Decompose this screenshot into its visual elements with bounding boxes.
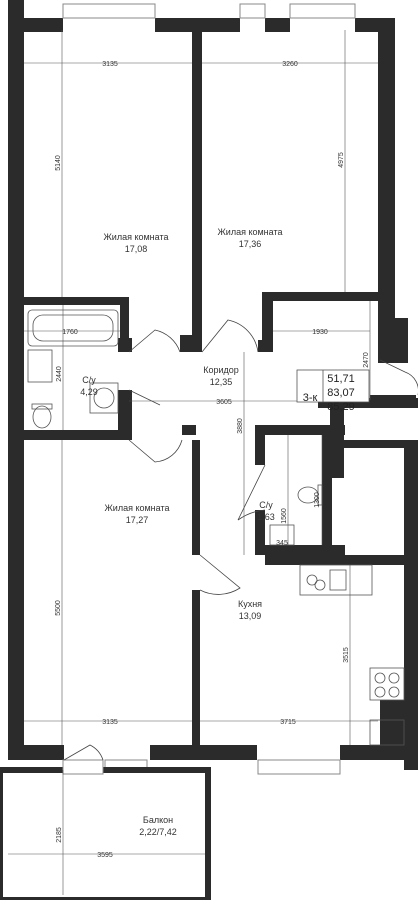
kitchen-sink [329, 569, 347, 591]
living-area: 51,71 [327, 373, 355, 385]
walls [8, 0, 418, 770]
dim-bath-1-length: 2440 [56, 366, 63, 382]
bathtub [27, 309, 119, 347]
balcony [0, 759, 211, 900]
room-name-bathroom-1: С/у [82, 375, 96, 385]
room-area-balcony: 2,22/7,42 [139, 827, 177, 837]
room-area-kitchen: 13,09 [239, 611, 262, 621]
dim-wc-width: 1300 [314, 492, 321, 508]
room-labels: Жилая комната 17,08 Жилая комната 17,36 … [80, 227, 282, 837]
dim-balcony-width: 3595 [97, 852, 113, 859]
toilet-1 [32, 405, 52, 429]
total-area: 83,07 [327, 387, 355, 399]
room-area-bathroom-2: 1,63 [257, 512, 275, 522]
fixtures [27, 309, 405, 746]
room-name-bedroom-2: Жилая комната [217, 227, 282, 237]
stove [369, 667, 405, 701]
room-area-bathroom-1: 4,29 [80, 387, 98, 397]
total-area-with-balcony: 85,29 [327, 401, 355, 413]
window-kitchen [257, 759, 341, 775]
area-summary: 3-к 51,71 83,07 85,29 [296, 369, 370, 413]
room-name-bedroom-1: Жилая комната [103, 232, 168, 242]
room-area-corridor: 12,35 [210, 377, 233, 387]
dim-kitchen-length: 3515 [343, 647, 350, 663]
dim-wc-small: 345 [276, 540, 288, 547]
room-name-bedroom-3: Жилая комната [104, 503, 169, 513]
dim-bedroom-3-width: 3135 [102, 719, 118, 726]
dim-wc-length: 1560 [281, 508, 288, 524]
wc-sink [269, 524, 295, 546]
radiator [369, 719, 405, 746]
room-area-bedroom-2: 17,36 [239, 239, 262, 249]
dim-bedroom-2-length: 4975 [338, 152, 345, 168]
dim-balcony-length: 2185 [56, 827, 63, 843]
room-area-bedroom-3: 17,27 [126, 515, 149, 525]
window-bedroom-2b [289, 3, 356, 19]
dim-bedroom-2-width: 3260 [282, 61, 298, 68]
door-swings [63, 319, 418, 761]
dim-bedroom-3-length: 5500 [55, 600, 62, 616]
dim-bath-1-width: 1760 [62, 329, 78, 336]
dim-hall-length: 2470 [363, 352, 370, 368]
room-name-bathroom-2: С/у [259, 500, 273, 510]
room-area-bedroom-1: 17,08 [125, 244, 148, 254]
room-name-kitchen: Кухня [238, 599, 262, 609]
dim-bedroom-1-width: 3135 [102, 61, 118, 68]
room-name-corridor: Коридор [203, 365, 239, 375]
dimension-lines [8, 30, 378, 895]
apartment-type: 3-к [303, 392, 318, 404]
room-name-balcony: Балкон [143, 815, 173, 825]
dim-corridor-length: 3605 [216, 399, 232, 406]
window-bedroom-2a [239, 3, 266, 19]
dim-hall-width: 1930 [312, 329, 328, 336]
washing-machine [89, 382, 119, 414]
dim-corridor-width: 3880 [237, 418, 244, 434]
kitchen-counter [299, 564, 373, 596]
dim-bedroom-1-length: 5140 [55, 155, 62, 171]
dim-kitchen-width: 3715 [280, 719, 296, 726]
window-bedroom-1 [62, 3, 156, 19]
bath-sink [27, 349, 53, 383]
dimension-labels: 3135 5140 3260 4975 1930 2470 1760 2440 … [55, 61, 370, 859]
